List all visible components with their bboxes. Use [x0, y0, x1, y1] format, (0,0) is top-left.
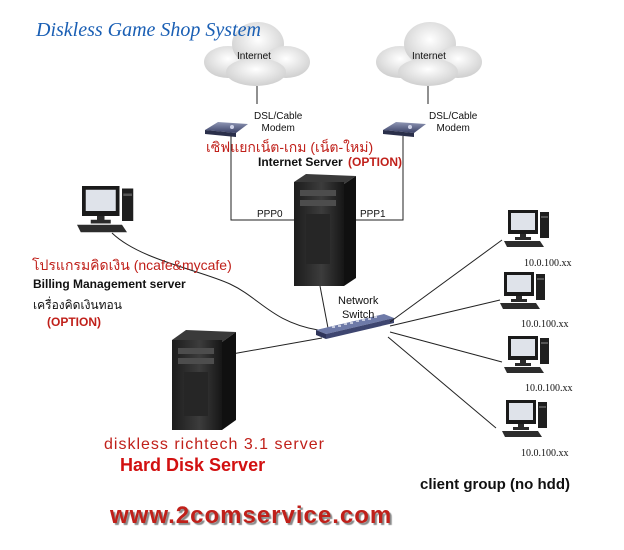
client-ip-1: 10.0.100.xx [524, 258, 572, 269]
internet-cloud-right [376, 22, 482, 86]
website-link[interactable]: www.2comservice.com [110, 502, 393, 529]
hard-disk-server-label: Hard Disk Server [120, 455, 266, 475]
modem-left-line1: DSL/Cable [254, 111, 303, 122]
modem-left-icon [205, 122, 248, 137]
client-pc-icon-4 [502, 400, 547, 437]
modem-right-line2: Modem [436, 123, 470, 134]
client-pc-icon-3 [504, 336, 549, 373]
switch-label-line1: Network [338, 295, 379, 307]
hard-disk-server-subtitle: diskless richtech 3.1 server [104, 436, 325, 453]
modem-label-right: DSL/Cable Modem [429, 111, 477, 135]
billing-thai-label: โปรแกรมคิดเงิน (ncafe&mycafe) [32, 257, 232, 273]
client-group-label: client group (no hdd) [420, 476, 570, 493]
client-pc-icon-2 [500, 272, 545, 309]
ppp1-label: PPP1 [360, 209, 386, 220]
internet-server-thai-label: เซิฟแยกเน็ต-เกม (เน็ต-ใหม่) [206, 139, 374, 155]
client-ip-3: 10.0.100.xx [525, 383, 573, 394]
billing-pc-icon [77, 186, 134, 233]
modem-label-left: DSL/Cable Modem [254, 111, 302, 135]
billing-server-label: Billing Management server [33, 277, 186, 291]
billing-option: (OPTION) [47, 315, 101, 329]
internet-cloud-left [204, 22, 310, 86]
billing-thai-desc: เครื่องคิดเงินทอน [33, 298, 122, 312]
internet-label-right: Internet [412, 51, 446, 62]
client-pc-icon-1 [504, 210, 549, 247]
internet-server-label: Internet Server [258, 155, 343, 169]
internet-label-left: Internet [237, 51, 271, 62]
hard-disk-server-tower [172, 330, 236, 430]
ppp0-label: PPP0 [257, 209, 283, 220]
internet-server-tower [294, 174, 356, 286]
modem-right-icon [383, 122, 426, 137]
modem-left-line2: Modem [261, 123, 295, 134]
client-ip-2: 10.0.100.xx [521, 319, 569, 330]
network-switch-icon [316, 314, 394, 339]
switch-label-line2: Switch [341, 309, 375, 321]
modem-right-line1: DSL/Cable [429, 111, 478, 122]
network-switch-label: Network Switch [338, 294, 378, 322]
client-ip-4: 10.0.100.xx [521, 448, 569, 459]
diagram-title: Diskless Game Shop System [36, 19, 261, 41]
internet-server-option: (OPTION) [348, 155, 402, 169]
